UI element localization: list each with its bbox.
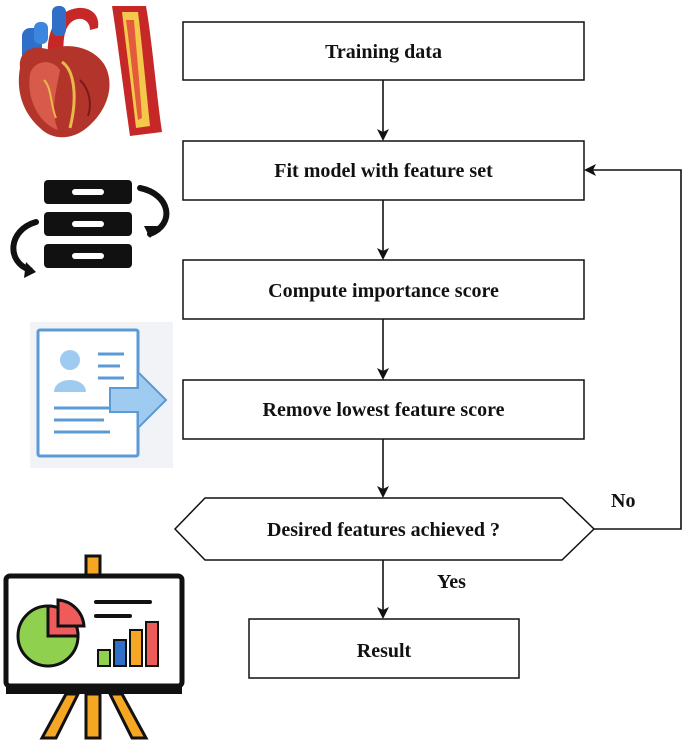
node-desired-features-label: Desired features achieved ? [267,519,500,541]
node-fit-model: Fit model with feature set [182,140,585,201]
node-remove-lowest: Remove lowest feature score [182,379,585,440]
presentation-chart-icon [3,554,185,740]
node-remove-lowest-label: Remove lowest feature score [263,399,505,421]
document-arrow-icon [30,322,173,468]
node-fit-model-label: Fit model with feature set [274,160,493,182]
node-compute-score: Compute importance score [182,259,585,320]
node-compute-score-label: Compute importance score [268,280,499,302]
node-training-data: Training data [182,21,585,81]
heart-artery-icon [18,6,162,138]
node-result-label: Result [357,640,412,662]
edge-label-yes: Yes [437,571,466,593]
node-training-data-label: Training data [325,41,442,63]
node-desired-features: Desired features achieved ? [173,497,596,561]
node-result: Result [248,618,520,679]
edge-label-no: No [611,490,635,512]
stacked-servers-cycle-icon [10,180,170,278]
arrow-no-loop [584,164,682,530]
